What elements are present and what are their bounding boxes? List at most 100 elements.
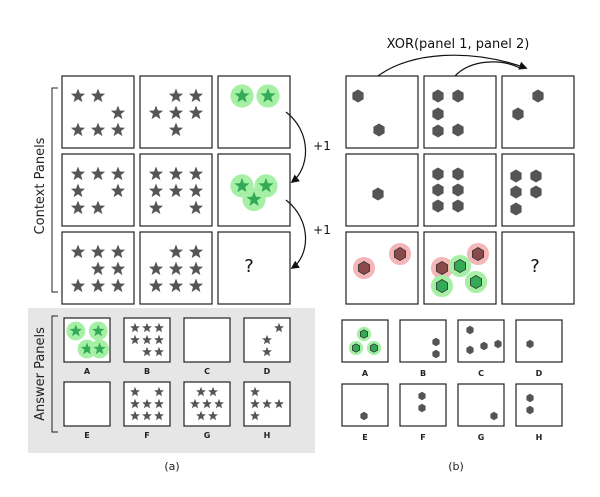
hexagon-icon — [352, 89, 364, 103]
xor-note: XOR(panel 1, panel 2) — [387, 37, 530, 52]
hexagon-icon — [490, 411, 498, 421]
context-panel-a-r3c2 — [139, 231, 213, 305]
answer-panel-b-c — [457, 319, 505, 363]
answer-panel-a-e — [63, 381, 111, 427]
answer-panel-a-d — [243, 317, 291, 363]
star-icon — [148, 261, 164, 276]
hexagon-icon — [435, 261, 449, 275]
hexagon-icon — [452, 183, 464, 197]
star-icon — [142, 346, 152, 357]
star-icon — [142, 322, 152, 333]
answer-label-b: D — [536, 369, 543, 378]
star-icon — [190, 398, 200, 409]
context-panel-b-r1c3 — [501, 75, 575, 149]
star-icon — [262, 398, 272, 409]
star-icon — [70, 200, 86, 215]
answer-panel-b-a — [341, 319, 389, 363]
context-panel-b-r1c2 — [423, 75, 497, 149]
star-icon — [168, 183, 184, 198]
star-icon — [234, 177, 250, 193]
hexagon-icon — [452, 123, 464, 137]
hexagon-icon — [480, 341, 488, 351]
hexagon-icon — [532, 89, 544, 103]
hexagon-icon — [432, 337, 440, 347]
panel-frame — [217, 75, 291, 149]
star-icon — [90, 278, 106, 293]
answer-label-a: B — [144, 367, 150, 376]
hexagon-icon — [432, 349, 440, 359]
answer-label-a: G — [204, 431, 211, 440]
context-panel-a-r1c1 — [61, 75, 135, 149]
plus-one-arrow-1 — [285, 111, 307, 184]
context-bracket — [51, 87, 58, 293]
star-icon — [188, 105, 204, 120]
context-panel-a-r2c3 — [217, 153, 291, 227]
star-icon — [110, 278, 126, 293]
answer-panel-a-h — [243, 381, 291, 427]
star-icon — [110, 183, 126, 198]
star-icon — [188, 183, 204, 198]
star-icon — [90, 122, 106, 137]
panel-frame — [63, 381, 111, 427]
panel-frame — [515, 319, 563, 363]
star-icon — [274, 398, 284, 409]
star-icon — [250, 398, 260, 409]
hexagon-icon — [373, 123, 385, 137]
hexagon-icon — [471, 247, 485, 261]
hexagon-icon — [351, 343, 361, 353]
star-icon — [168, 261, 184, 276]
hexagon-icon — [466, 345, 474, 355]
star-icon — [90, 88, 106, 103]
answer-panel-b-e — [341, 383, 389, 427]
star-icon — [196, 410, 206, 421]
answer-label-b: A — [362, 369, 369, 378]
hexagon-icon — [432, 199, 444, 213]
star-icon — [208, 386, 218, 397]
caption-b: (b) — [448, 460, 464, 473]
star-icon — [262, 346, 272, 357]
panel-frame — [515, 383, 563, 427]
star-icon — [246, 191, 262, 206]
context-panel-a-r2c1 — [61, 153, 135, 227]
star-icon — [148, 200, 164, 215]
xor-arrow-from-panel-2 — [454, 61, 521, 77]
star-icon — [188, 244, 204, 259]
hexagon-icon — [359, 329, 369, 339]
star-icon — [92, 324, 105, 337]
missing-panel-question-b: ? — [530, 256, 540, 277]
star-icon — [70, 122, 86, 137]
hexagon-icon — [452, 167, 464, 181]
hexagon-icon — [466, 325, 474, 335]
answer-label-a: E — [84, 431, 89, 440]
star-icon — [130, 322, 140, 333]
star-icon — [250, 410, 260, 421]
star-icon — [168, 122, 184, 137]
answer-label-b: E — [362, 433, 367, 442]
answer-panel-a-g — [183, 381, 231, 427]
hexagon-icon — [418, 391, 426, 401]
panel-frame — [217, 231, 291, 305]
xor-arrow-from-panel-1 — [377, 54, 528, 77]
star-icon — [154, 322, 164, 333]
answer-label-a: H — [264, 431, 271, 440]
star-icon — [110, 261, 126, 276]
star-icon — [196, 386, 206, 397]
star-icon — [70, 278, 86, 293]
caption-a: (a) — [164, 460, 179, 473]
star-icon — [142, 410, 152, 421]
hexagon-icon — [494, 339, 502, 349]
star-icon — [188, 278, 204, 293]
plus-one-arrow-2 — [285, 199, 307, 269]
hexagon-icon — [372, 187, 384, 201]
star-icon — [110, 105, 126, 120]
context-grid-a — [61, 75, 291, 305]
star-icon — [234, 88, 250, 103]
star-icon — [70, 244, 86, 259]
plus-one-label-2: +1 — [313, 223, 331, 237]
star-icon — [110, 122, 126, 137]
star-icon — [148, 166, 164, 181]
hexagon-icon — [360, 411, 368, 421]
